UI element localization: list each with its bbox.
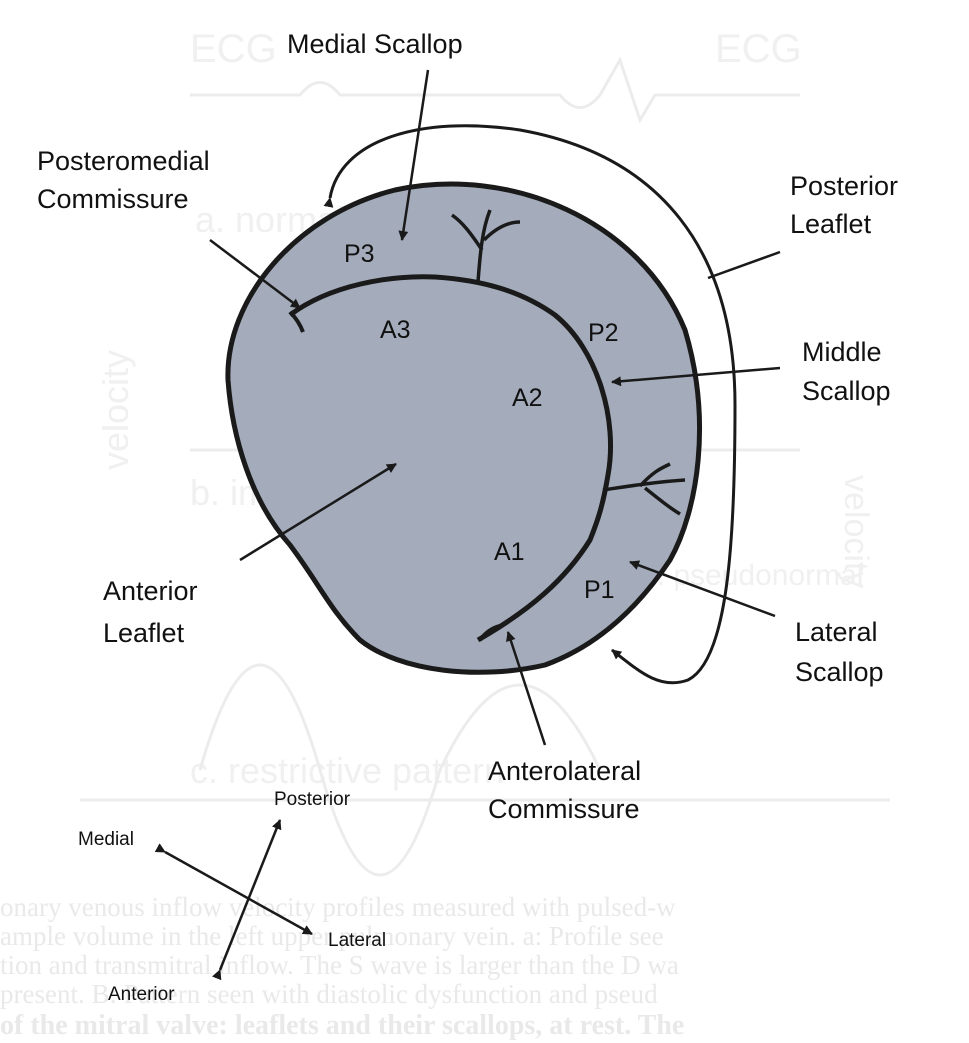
bg-velocity-label-1: velocity — [95, 350, 136, 470]
bg-ecg-label-1: ECG — [190, 27, 277, 71]
bg-ecg-label-2: ECG — [715, 27, 802, 71]
lateral-scallop-arrow — [629, 560, 776, 618]
bg-caption-line-3: tion and transmitral inflow. The S wave … — [0, 950, 679, 980]
label-lateral-scallop-2: Scallop — [795, 657, 884, 687]
segment-a2: A2 — [512, 384, 543, 412]
bg-caption-line-1: onary venous inflow velocity profiles me… — [0, 892, 676, 922]
segment-p2: P2 — [588, 319, 619, 347]
medial-scallop-arrow — [398, 69, 430, 241]
label-anterolateral-commissure-1: Anterolateral — [488, 756, 641, 786]
label-middle-scallop-2: Scallop — [802, 376, 891, 406]
medial-lateral-axis — [154, 843, 313, 936]
posterior-leaflet-bracket — [323, 124, 737, 685]
label-medial-scallop: Medial Scallop — [287, 29, 463, 59]
label-posterior-leaflet-2: Leaflet — [790, 209, 872, 239]
bg-caption-line-4: present. B: Pattern seen with diastolic … — [0, 979, 658, 1009]
label-posterior-leaflet-1: Posterior — [790, 171, 898, 201]
anterolateral-commissure-arrow — [506, 631, 547, 746]
compass-medial: Medial — [78, 829, 134, 850]
bg-velocity-label-2: velocity — [837, 475, 875, 588]
bg-caption-line-5: of the mitral valve: leaflets and their … — [0, 1010, 684, 1041]
bg-velocity-trace — [198, 663, 602, 877]
compass-lateral: Lateral — [328, 930, 386, 951]
anterior-leaflet-arrow — [239, 462, 397, 562]
label-anterolateral-commissure-2: Commissure — [488, 794, 640, 824]
posterior-leaflet-arrow — [707, 250, 781, 280]
label-posteromedial-commissure-2: Commissure — [37, 184, 189, 214]
segment-a3: A3 — [380, 316, 411, 344]
label-anterior-leaflet-2: Leaflet — [103, 618, 185, 648]
segment-p3: P3 — [344, 240, 375, 268]
label-posteromedial-commissure-1: Posteromedial — [37, 146, 210, 176]
bg-caption-line-2: ample volume in the left upper pulmonary… — [0, 921, 664, 951]
bg-ecg-trace — [190, 56, 800, 124]
segment-a1: A1 — [494, 538, 525, 566]
bg-panel-c: c. restrictive pattern — [190, 750, 504, 791]
posteromedial-commissure-hook — [288, 310, 305, 333]
compass-anterior: Anterior — [108, 984, 175, 1005]
segment-p1: P1 — [584, 576, 615, 604]
label-lateral-scallop-1: Lateral — [795, 617, 878, 647]
label-middle-scallop-1: Middle — [802, 337, 882, 367]
bg-panel-b2: b. pseudonormal — [640, 559, 863, 592]
valve-outline — [225, 181, 703, 675]
orientation-compass: Posterior Medial Lateral Anterior — [78, 789, 386, 1005]
middle-scallop-arrow — [611, 366, 781, 387]
label-anterior-leaflet-1: Anterior — [103, 576, 198, 606]
compass-posterior: Posterior — [274, 789, 351, 810]
posteromedial-commissure-arrow — [209, 239, 301, 309]
